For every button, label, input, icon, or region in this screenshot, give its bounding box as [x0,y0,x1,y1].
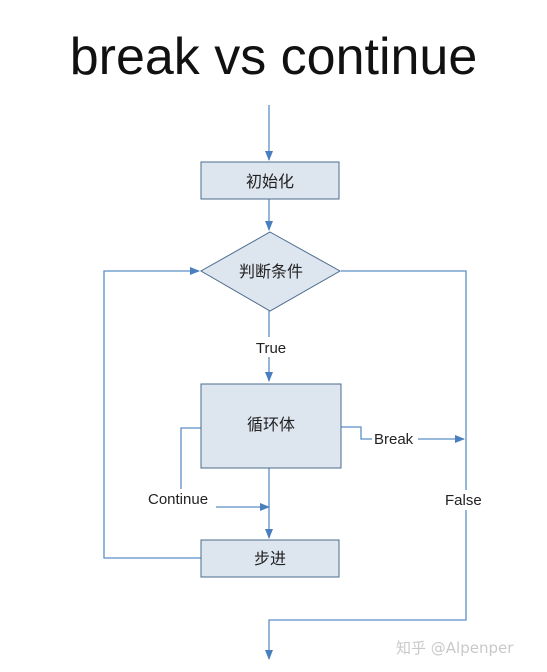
body-label: 循环体 [247,415,295,434]
continue-label: Continue [148,491,208,508]
false-label-bg [443,490,487,510]
condition-diamond [199,231,342,312]
init-label: 初始化 [246,172,294,191]
step-box [200,539,340,578]
body-box [200,383,342,469]
step-label: 步进 [254,549,286,568]
edge-labels: True Break Continue False [146,337,487,510]
diagram-title: break vs continue [69,28,478,86]
condition-label: 判断条件 [239,262,303,281]
nodes: 初始化 判断条件 循环体 步进 [199,161,342,578]
init-box [200,161,340,200]
break-label: Break [374,431,414,448]
edge-continue [180,427,270,511]
break-label-bg [372,430,418,449]
true-label: True [256,340,286,357]
edge-false [265,270,467,660]
watermark: 知乎 @Alpenper [396,639,514,657]
edge-loop-back [103,267,201,559]
false-label: False [445,492,482,509]
continue-label-bg [146,489,216,509]
true-label-bg [250,337,290,357]
